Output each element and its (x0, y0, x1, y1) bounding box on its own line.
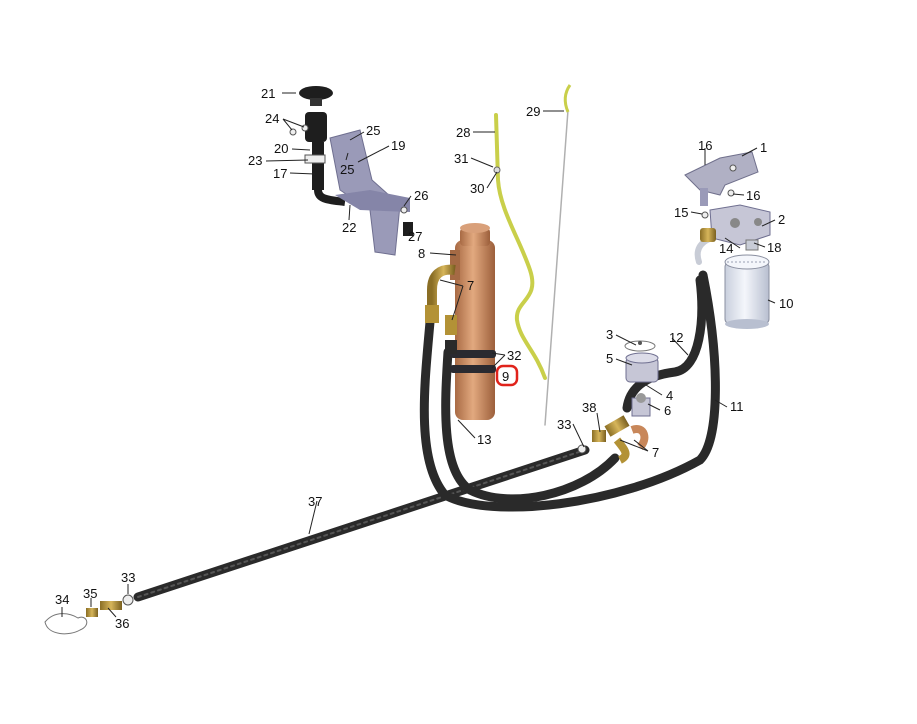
callout-18[interactable]: 18 (767, 240, 781, 255)
callout-6[interactable]: 6 (664, 403, 671, 418)
callout-13[interactable]: 13 (477, 432, 491, 447)
callout-19[interactable]: 19 (391, 138, 405, 153)
hose-loop-left (419, 270, 720, 512)
callout-23[interactable]: 23 (248, 153, 262, 168)
cap-21 (299, 86, 333, 100)
callout-7b[interactable]: 7 (652, 445, 659, 460)
filter-head-assembly (684, 151, 771, 251)
callout-33b[interactable]: 33 (121, 570, 135, 585)
callout-27[interactable]: 27 (408, 229, 422, 244)
callout-16b[interactable]: 16 (746, 188, 760, 203)
callout-31[interactable]: 31 (454, 151, 468, 166)
callout-25a[interactable]: 25 (366, 123, 380, 138)
callout-33a[interactable]: 33 (557, 417, 571, 432)
leader-lines (61, 92, 776, 618)
callout-35[interactable]: 35 (83, 586, 97, 601)
callout-25b[interactable]: 25 (340, 162, 354, 177)
dipstick-tube-28 (494, 113, 547, 380)
callout-17[interactable]: 17 (273, 166, 287, 181)
hose-37-highlight (137, 449, 586, 598)
callout-5[interactable]: 5 (606, 351, 613, 366)
callout-29[interactable]: 29 (526, 104, 540, 119)
bracket-22 (335, 190, 410, 212)
dipstick-29 (544, 109, 569, 426)
callout-20[interactable]: 20 (274, 141, 288, 156)
filter-head-2 (709, 204, 771, 246)
dipstick-tube (493, 84, 572, 426)
clamp-32b (450, 365, 496, 373)
lower-fittings (577, 415, 649, 464)
callout-36[interactable]: 36 (115, 616, 129, 631)
callout-26[interactable]: 26 (414, 188, 428, 203)
callout-34[interactable]: 34 (55, 592, 69, 607)
callout-9[interactable]: 9 (502, 369, 509, 384)
callout-32[interactable]: 32 (507, 348, 521, 363)
callout-11[interactable]: 11 (730, 399, 744, 414)
hoses (133, 235, 720, 602)
callout-labels: 1 2 3 4 5 6 7 7 8 9 10 11 12 13 14 15 16… (55, 86, 793, 631)
hose-12 (622, 275, 707, 413)
callout-1[interactable]: 1 (760, 140, 767, 155)
callout-30[interactable]: 30 (470, 181, 484, 196)
callout-16a[interactable]: 16 (698, 138, 712, 153)
callout-10[interactable]: 10 (779, 296, 793, 311)
filler-neck-assembly (289, 86, 413, 256)
highlight-ring-part-9 (495, 364, 519, 387)
callout-21[interactable]: 21 (261, 86, 275, 101)
callout-8[interactable]: 8 (418, 246, 425, 261)
hose-13 (441, 347, 620, 504)
dipstick-handle (563, 84, 572, 113)
callout-4[interactable]: 4 (666, 388, 673, 403)
oil-cooler (425, 223, 496, 420)
callout-7a[interactable]: 7 (467, 278, 474, 293)
callout-28[interactable]: 28 (456, 125, 470, 140)
callout-15[interactable]: 15 (674, 205, 688, 220)
callout-38[interactable]: 38 (582, 400, 596, 415)
oil-filter (724, 254, 770, 329)
fitting-7-upper (427, 264, 456, 312)
callout-22[interactable]: 22 (342, 220, 356, 235)
callout-3[interactable]: 3 (606, 327, 613, 342)
callout-37[interactable]: 37 (308, 494, 322, 509)
gasket-34 (44, 613, 88, 635)
callout-14[interactable]: 14 (719, 241, 733, 256)
callout-12[interactable]: 12 (669, 330, 683, 345)
callout-24[interactable]: 24 (265, 111, 279, 126)
callout-2[interactable]: 2 (778, 212, 785, 227)
remote-adapter (624, 340, 659, 417)
clamp-32a (450, 350, 496, 358)
